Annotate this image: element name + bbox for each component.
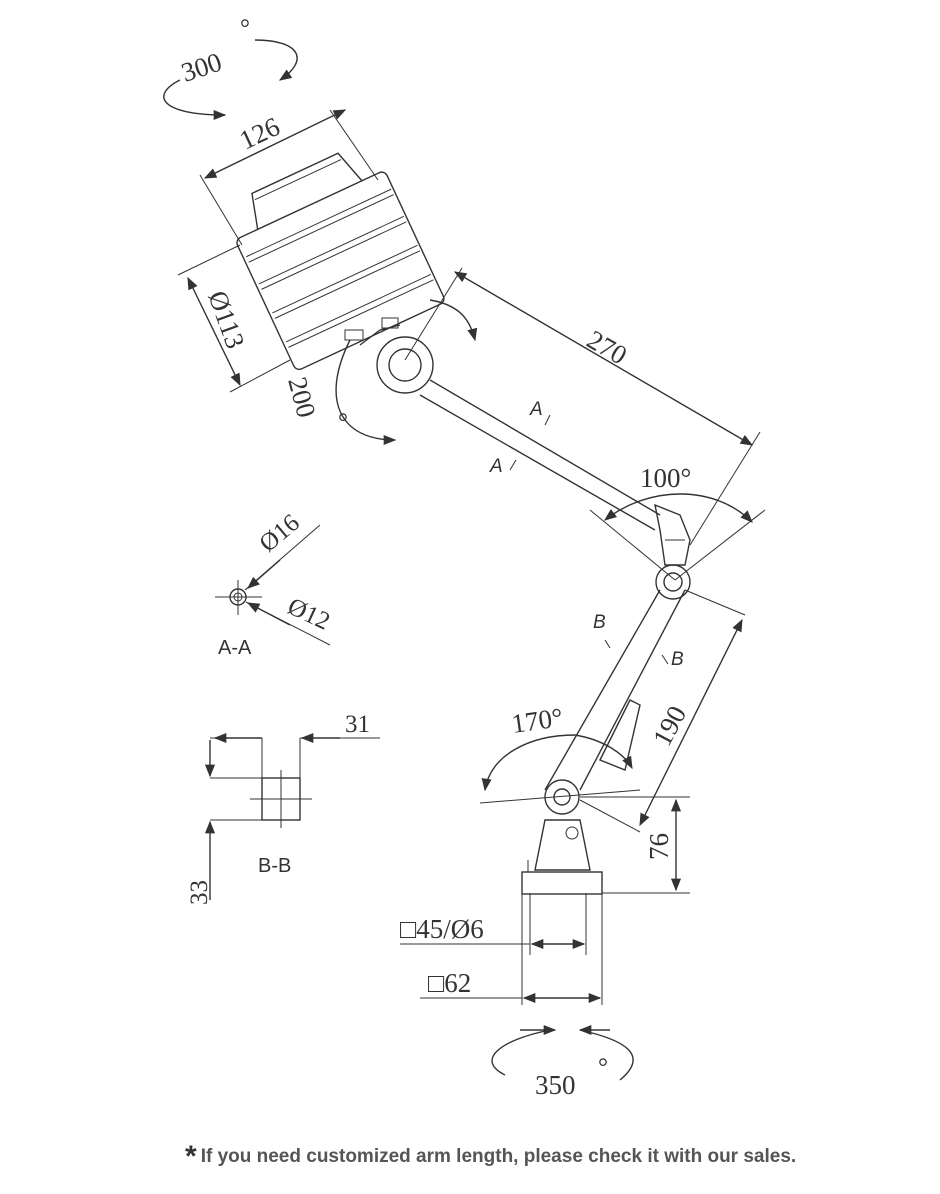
head-width-dimension: [199, 109, 379, 246]
section-a-outer-label: Ø16: [255, 509, 305, 557]
section-b-height-label: 33: [186, 880, 213, 905]
head-tilt-degree: °: [338, 409, 348, 436]
lower-joint-label: 170°: [510, 702, 565, 739]
section-b-b-title: B-B: [258, 855, 291, 877]
arm-a-section-mark-1: A: [529, 399, 543, 420]
base-swivel-degree: °: [598, 1054, 608, 1081]
head-diameter-dimension: [177, 244, 291, 393]
custom-length-note: *If you need customized arm length, plea…: [185, 1140, 796, 1174]
elbow-joint: [655, 564, 691, 600]
base-width-dimensions: [400, 893, 603, 1005]
arm-b-length-label: 190: [647, 701, 693, 751]
base-inner-label: □45/Ø6: [400, 914, 484, 944]
base-height-label: 76: [644, 833, 674, 860]
arm-b-section-mark-2: B: [671, 649, 684, 670]
head-joint: [344, 317, 434, 394]
lamp-head: [236, 152, 445, 371]
upper-joint-label: 100°: [640, 463, 691, 493]
base-outer-label: □62: [428, 968, 471, 998]
lamp-base: [521, 779, 603, 895]
base-height-dimension: [580, 796, 690, 894]
note-text: If you need customized arm length, pleas…: [200, 1146, 797, 1167]
section-b-width-label: 31: [345, 711, 370, 738]
section-a-a-title: A-A: [218, 637, 252, 659]
note-asterisk: *: [185, 1140, 197, 1173]
head-swivel-label: 300: [178, 47, 226, 88]
head-tilt-label: 200: [282, 374, 321, 421]
base-swivel-arrow: [491, 1024, 634, 1081]
head-diameter-label: Ø113: [202, 287, 250, 353]
base-swivel-label: 350: [535, 1070, 576, 1100]
arm-a-length-label: 270: [582, 324, 632, 370]
head-swivel-degree: °: [240, 15, 250, 42]
head-width-label: 126: [235, 111, 284, 155]
arm-a-section-mark-2: A: [489, 456, 503, 477]
section-a-a: [215, 524, 331, 646]
arm-b: [544, 589, 686, 791]
arm-b-length-dimension: [579, 589, 746, 833]
lower-joint-angle: [479, 734, 641, 804]
arm-b-section-mark-1: B: [593, 612, 606, 633]
upper-joint-angle: [589, 493, 766, 581]
arm-a-length-dimension: [404, 267, 761, 546]
section-b-b: [204, 732, 380, 900]
section-a-inner-label: Ø12: [283, 593, 333, 636]
